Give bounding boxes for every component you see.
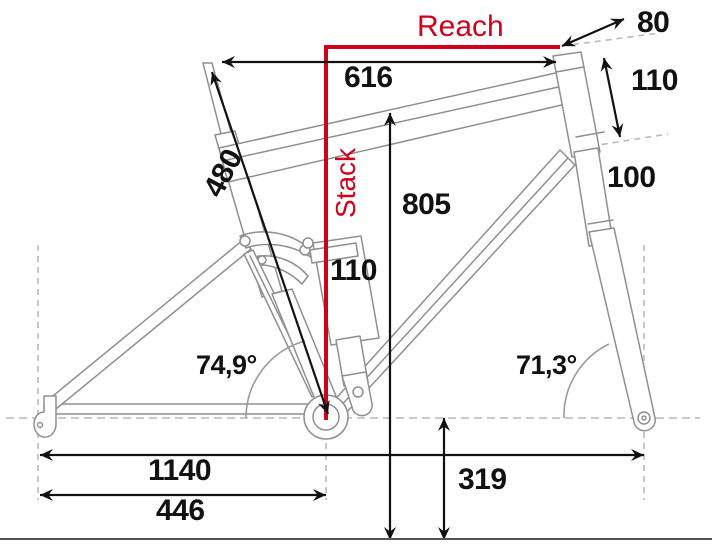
- dim-shock-110-label: 110: [330, 254, 377, 287]
- shock-upper-pivot: [302, 237, 314, 249]
- head-tube-angle-arc: [563, 343, 610, 419]
- dim-805-label: 805: [402, 188, 451, 221]
- dim-line-480: [210, 71, 330, 415]
- dim-616-label: 616: [344, 61, 393, 94]
- down-tube-inner-line: [337, 157, 569, 410]
- dim-446-label: 446: [156, 494, 205, 527]
- fork-lower-leg: [588, 227, 656, 432]
- dim-line-80: [561, 17, 625, 48]
- dim-line-110-headtube: [600, 57, 624, 138]
- chainstay: [43, 403, 313, 415]
- head-tube: [552, 51, 601, 158]
- rear-axle-center: [36, 421, 44, 429]
- head-tube-upper-band: [555, 66, 585, 73]
- dim-319-label: 319: [458, 463, 507, 496]
- dim-1140-label: 1140: [148, 454, 212, 487]
- head-tube-lower-band: [575, 131, 605, 138]
- stack-label: Stack: [330, 147, 361, 218]
- head-tube-angle-label: 71,3°: [516, 350, 577, 380]
- top-tube-inner-line: [221, 85, 564, 162]
- seat-tube-angle-label: 74,9°: [196, 350, 257, 380]
- dimension-lines-group: [40, 17, 644, 540]
- front-axle-center: [641, 415, 647, 421]
- dim-headtube-110-label: 110: [631, 64, 678, 97]
- rocker-pivot-rear: [239, 235, 251, 247]
- seatstay: [47, 239, 252, 410]
- fork-stanchion-band: [587, 219, 614, 225]
- shock-lower-pivot: [352, 386, 364, 398]
- frame-linework-group: [33, 51, 656, 440]
- reach-label: Reach: [417, 10, 504, 43]
- dim-80-label: 80: [637, 6, 670, 39]
- dim-100-label: 100: [607, 161, 656, 194]
